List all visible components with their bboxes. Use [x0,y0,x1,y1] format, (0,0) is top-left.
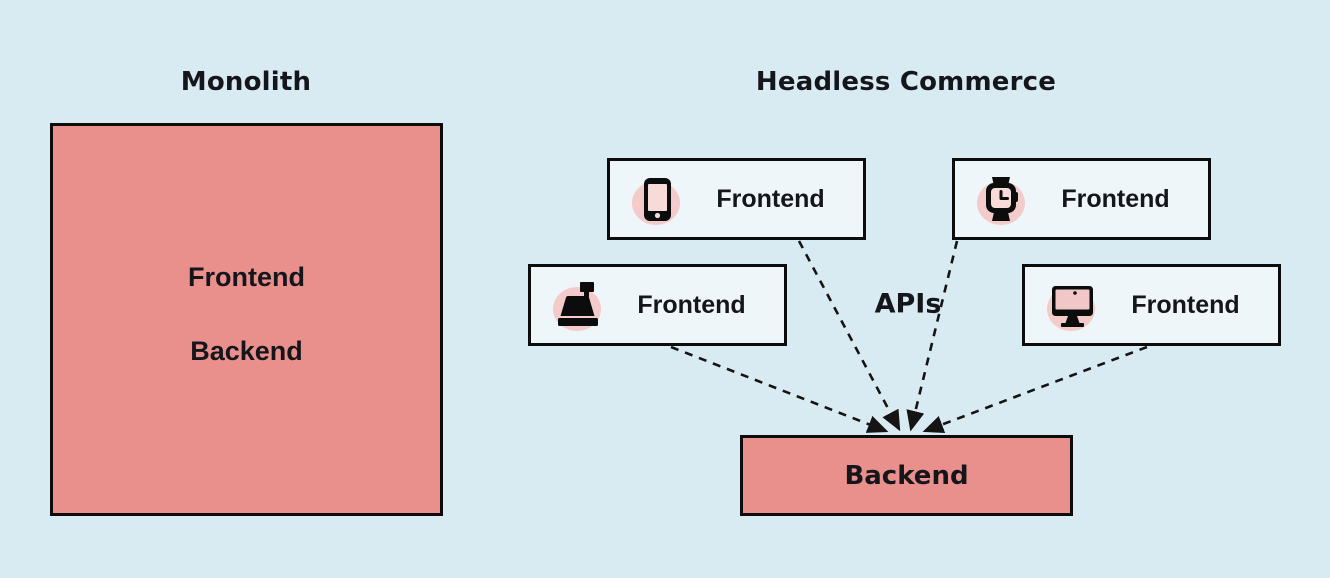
cash-register-icon [551,277,607,333]
frontend-card-label: Frontend [716,184,825,213]
headless-commerce-title: Headless Commerce [755,67,1057,97]
headless-backend-label: Backend [844,460,969,491]
frontend-card-label: Frontend [1061,184,1170,213]
headless-backend-box: Backend [740,435,1073,516]
apis-label: APIs [874,288,942,320]
line-watch-to-backend [906,240,959,432]
frontend-card-register: Frontend [528,264,787,346]
frontend-card-watch: Frontend [952,158,1211,240]
smartwatch-icon [975,171,1031,227]
line-phone-to-backend [797,240,901,432]
frontend-card-label: Frontend [637,290,746,319]
desktop-monitor-icon [1045,277,1101,333]
line-register-to-backend [670,345,889,433]
monolith-box: Frontend Backend [50,123,443,516]
monolith-title: Monolith [180,67,312,97]
monolith-backend-label: Backend [190,336,303,366]
frontend-card-monitor: Frontend [1022,264,1281,346]
line-monitor-to-backend [922,345,1148,434]
smartphone-icon [630,171,686,227]
frontend-card-label: Frontend [1131,290,1240,319]
frontend-card-phone: Frontend [607,158,866,240]
monolith-frontend-label: Frontend [188,262,305,292]
